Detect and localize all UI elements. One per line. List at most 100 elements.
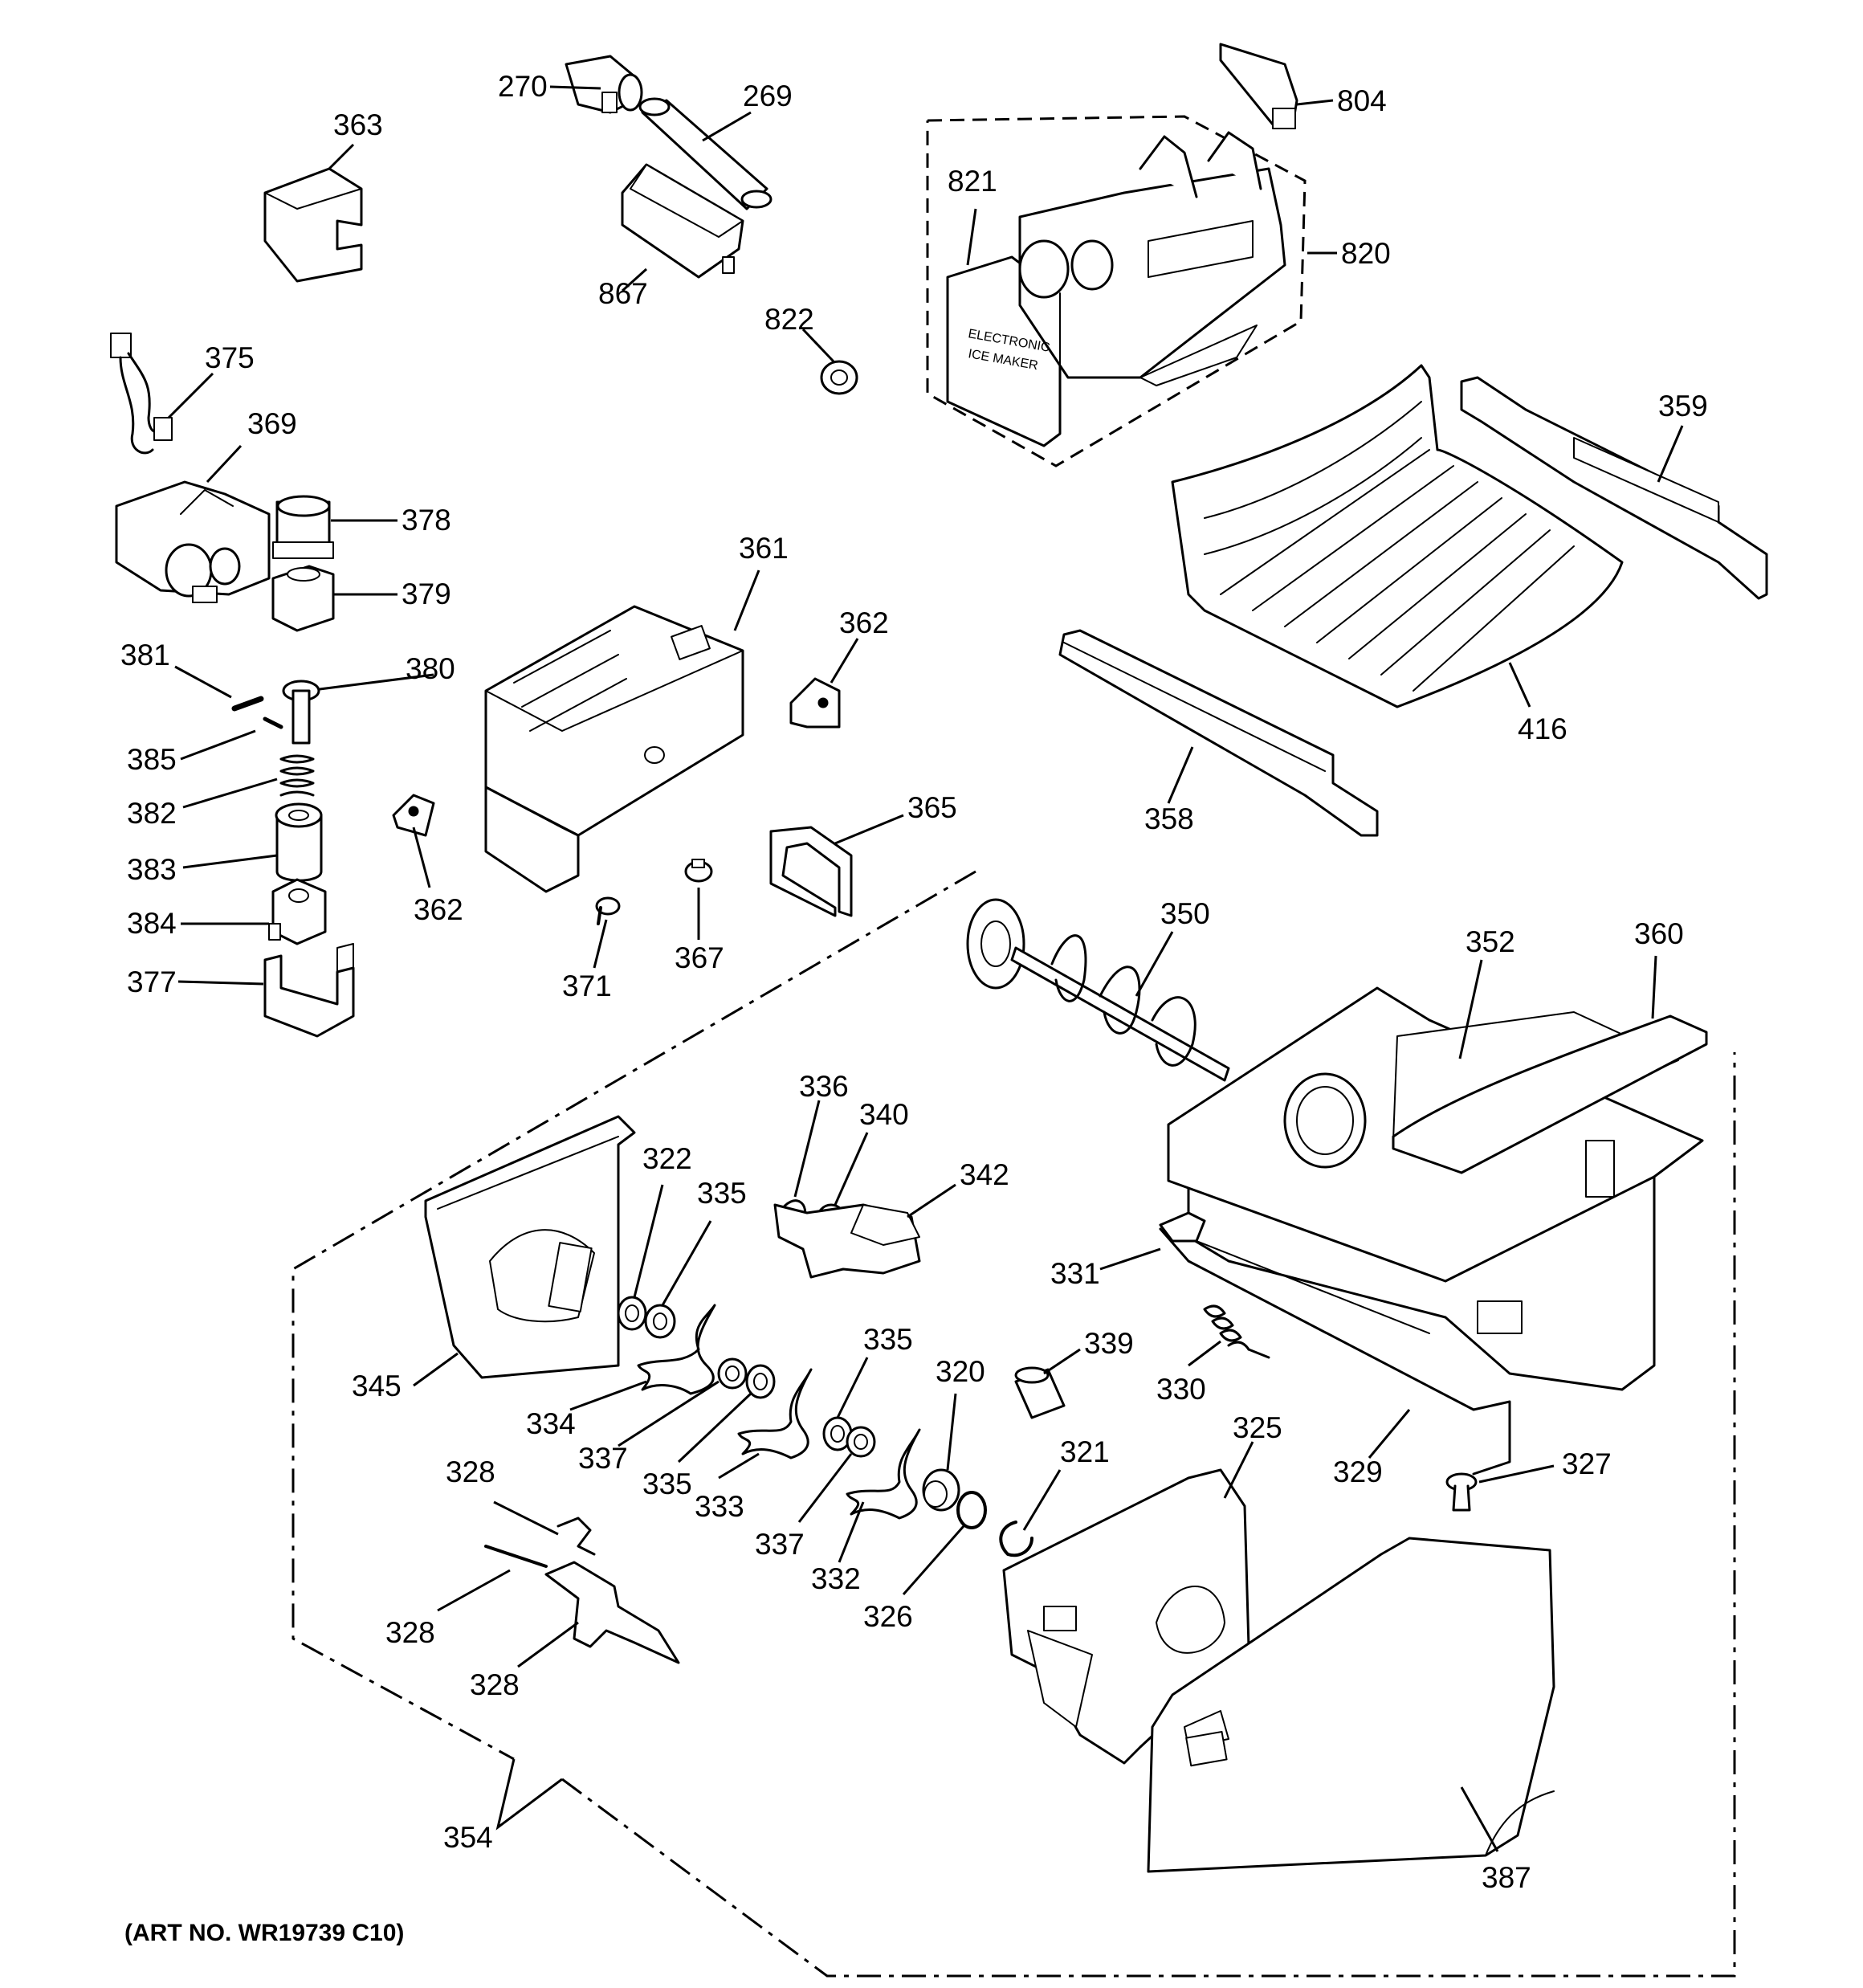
part-270-elbow-fitting — [565, 55, 643, 114]
part-362-clip-upper — [789, 677, 841, 729]
callout-358: 358 — [1144, 802, 1194, 835]
leader-332 — [838, 1501, 865, 1563]
part-380-plunger — [282, 680, 320, 745]
leader-375 — [167, 372, 214, 419]
part-326-o-ring — [956, 1491, 987, 1529]
callout-822: 822 — [764, 303, 814, 336]
part-369-motor — [115, 480, 271, 603]
callout-365: 365 — [907, 791, 957, 824]
callout-331: 331 — [1050, 1257, 1100, 1290]
callout-384: 384 — [127, 907, 177, 940]
callout-359: 359 — [1658, 390, 1708, 423]
part-385-pin — [263, 716, 283, 729]
leader-381 — [174, 665, 232, 699]
callout-385: 385 — [127, 743, 177, 776]
dispenser-assembly-boundary-bottom — [561, 1052, 1736, 1978]
leader-416 — [1508, 662, 1531, 708]
callout-352: 352 — [1466, 925, 1515, 958]
leader-867 — [621, 267, 648, 292]
part-321-retaining-ring — [999, 1521, 1033, 1557]
callout-380: 380 — [406, 652, 455, 685]
callout-336: 336 — [799, 1070, 849, 1103]
leader-328a — [493, 1500, 559, 1536]
part-377-bracket — [263, 943, 355, 1038]
art-number: (ART NO. WR19739 C10) — [124, 1920, 405, 1946]
part-381-pin — [231, 696, 264, 712]
leader-377 — [177, 980, 264, 986]
leader-371 — [593, 919, 608, 969]
leader-362-upper — [830, 638, 859, 684]
part-331-bracket — [1159, 1211, 1430, 1334]
callout-369: 369 — [247, 407, 297, 440]
leader-339 — [1043, 1348, 1081, 1375]
callout-342: 342 — [960, 1158, 1009, 1191]
leader-334 — [569, 1380, 647, 1411]
part-337-spacer-b — [846, 1426, 876, 1458]
callout-335a: 335 — [697, 1177, 747, 1210]
callout-337b: 337 — [755, 1528, 805, 1561]
leader-362-lower — [412, 827, 431, 888]
leader-329 — [1368, 1409, 1411, 1459]
callout-416: 416 — [1518, 712, 1567, 745]
callout-804: 804 — [1337, 84, 1387, 117]
callout-360: 360 — [1634, 917, 1684, 950]
leader-337a — [618, 1380, 720, 1447]
leader-342 — [907, 1183, 956, 1219]
callout-320: 320 — [936, 1355, 985, 1388]
callout-333: 333 — [695, 1490, 744, 1523]
callout-361: 361 — [739, 532, 789, 565]
callout-332: 332 — [811, 1562, 861, 1595]
part-345-housing — [424, 1115, 636, 1379]
leader-358 — [1167, 746, 1194, 804]
part-804-cover — [1219, 43, 1298, 129]
leader-380 — [319, 673, 434, 691]
leader-804 — [1296, 99, 1334, 106]
part-383-cylinder — [275, 802, 323, 882]
part-367-screw — [684, 859, 713, 883]
leader-345 — [413, 1352, 459, 1387]
leader-335c — [677, 1392, 752, 1463]
part-269-fill-tube — [638, 97, 773, 210]
part-387-cover — [1147, 1537, 1555, 1873]
leader-360 — [1651, 955, 1657, 1019]
part-360-lid — [1392, 1014, 1708, 1174]
callout-269: 269 — [743, 80, 793, 112]
part-328-pin — [484, 1545, 548, 1568]
callout-328a: 328 — [446, 1455, 495, 1488]
callout-337a: 337 — [578, 1442, 628, 1475]
callout-321: 321 — [1060, 1435, 1110, 1468]
callout-377: 377 — [127, 965, 177, 998]
leader-821 — [966, 208, 977, 266]
part-359-rail — [1460, 376, 1768, 600]
part-363-cover — [263, 167, 363, 283]
part-362-clip-lower — [392, 794, 435, 837]
leader-337b — [797, 1453, 853, 1523]
part-371-screw — [595, 896, 621, 925]
callout-330: 330 — [1156, 1373, 1206, 1406]
leader-328b — [437, 1569, 511, 1612]
callout-335c: 335 — [642, 1468, 692, 1500]
callout-322: 322 — [642, 1142, 692, 1175]
leader-330 — [1188, 1340, 1221, 1367]
callout-381: 381 — [120, 639, 170, 672]
part-867-fill-cup — [621, 163, 744, 279]
callout-325: 325 — [1233, 1411, 1282, 1444]
callout-383: 383 — [127, 853, 177, 886]
leader-365 — [834, 814, 904, 845]
leader-363 — [328, 143, 355, 170]
part-822-grommet — [820, 360, 858, 395]
part-335-washer-a — [644, 1304, 676, 1339]
leader-350 — [1135, 931, 1174, 997]
part-333-cutter — [737, 1368, 813, 1459]
callout-378: 378 — [402, 504, 451, 537]
callout-382: 382 — [127, 797, 177, 830]
leader-328c — [517, 1621, 579, 1668]
leader-382 — [182, 778, 278, 809]
part-350-auger — [966, 898, 1230, 1082]
part-358-rail — [1058, 629, 1379, 837]
part-375-wire-harness — [110, 333, 173, 455]
part-332-cutter — [846, 1428, 921, 1520]
leader-327 — [1478, 1464, 1555, 1484]
leader-331 — [1099, 1247, 1161, 1271]
